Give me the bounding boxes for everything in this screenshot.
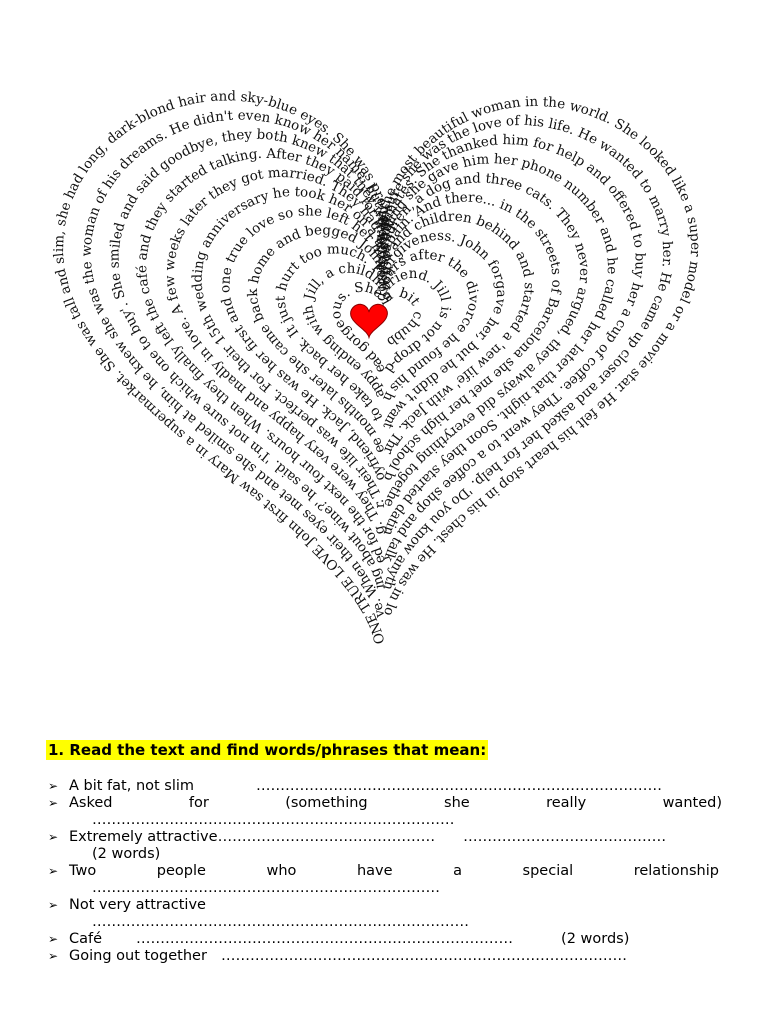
- arrow-bullet-icon: ➢: [48, 796, 59, 810]
- heart-spiral-text: ONE TRUE LOVE John first saw Mary in a s…: [0, 0, 703, 645]
- prompt-word: have: [356, 863, 393, 879]
- item-prompt: Extremely attractive: [69, 829, 218, 845]
- prompt-word: Two: [69, 863, 97, 879]
- prompt-word: relationship: [633, 863, 719, 879]
- answer-blank[interactable]: …………………………………………………………………………: [256, 778, 663, 794]
- item-note: (2 words): [561, 931, 630, 947]
- red-heart-icon: [350, 303, 388, 340]
- answer-blank[interactable]: …………………………………………………………………………: [220, 948, 627, 964]
- arrow-bullet-icon: ➢: [48, 898, 59, 912]
- item-prompt: Going out together: [69, 948, 207, 964]
- answer-blank[interactable]: ……………………………………: [463, 829, 667, 845]
- prompt-word: special: [522, 863, 574, 879]
- prompt-word: really: [546, 795, 587, 811]
- prompt-word: who: [266, 863, 297, 879]
- item-prompt: A bit fat, not slim: [69, 778, 195, 794]
- exercise-item-1: ➢ A bit fat, not slim …………………………………………………: [48, 778, 722, 795]
- exercise-item-7: ➢ Going out together ……………………………………………………: [48, 948, 722, 965]
- answer-blank[interactable]: ………………………………………: [217, 829, 436, 845]
- item-prompt: Café: [69, 931, 103, 947]
- heart-spiral-textpath: ONE TRUE LOVE John first saw Mary in a s…: [0, 0, 703, 645]
- answer-blank[interactable]: ………………………………………………………………: [92, 880, 440, 896]
- exercise-title: 1. Read the text and find words/phrases …: [46, 740, 489, 760]
- exercise-item-6: ➢ Café …………………………………………………………………… (2 wor…: [48, 931, 722, 948]
- arrow-bullet-icon: ➢: [48, 779, 59, 793]
- exercise-item-3: ➢ Extremely attractive ……………………………………… ……: [48, 829, 722, 863]
- item-prompt: Not very attractive: [69, 897, 206, 913]
- arrow-bullet-icon: ➢: [48, 864, 59, 878]
- answer-blank[interactable]: ……………………………………………………………………: [136, 931, 514, 947]
- item-note: (2 words): [92, 846, 161, 862]
- prompt-word: people: [156, 863, 206, 879]
- exercise-item-5: ➢ Not very attractive …………………………………………………: [48, 897, 722, 931]
- prompt-word: (something: [285, 795, 368, 811]
- prompt-word: for: [188, 795, 209, 811]
- exercise-item-4: ➢ Two people who have a special relation…: [48, 863, 722, 897]
- prompt-word: a: [453, 863, 462, 879]
- prompt-word: she: [444, 795, 470, 811]
- answer-blank[interactable]: ……………………………………………………………………: [92, 914, 469, 930]
- arrow-bullet-icon: ➢: [48, 830, 59, 844]
- arrow-bullet-icon: ➢: [48, 949, 59, 963]
- prompt-word: Asked: [69, 795, 113, 811]
- answer-blank[interactable]: …………………………………………………………………: [92, 812, 455, 828]
- arrow-bullet-icon: ➢: [48, 932, 59, 946]
- exercise-item-2: ➢ Asked for (something she really wanted…: [48, 795, 722, 829]
- prompt-word: wanted): [662, 795, 722, 811]
- heart-spiral-graphic: ONE TRUE LOVE John first saw Mary in a s…: [0, 0, 703, 645]
